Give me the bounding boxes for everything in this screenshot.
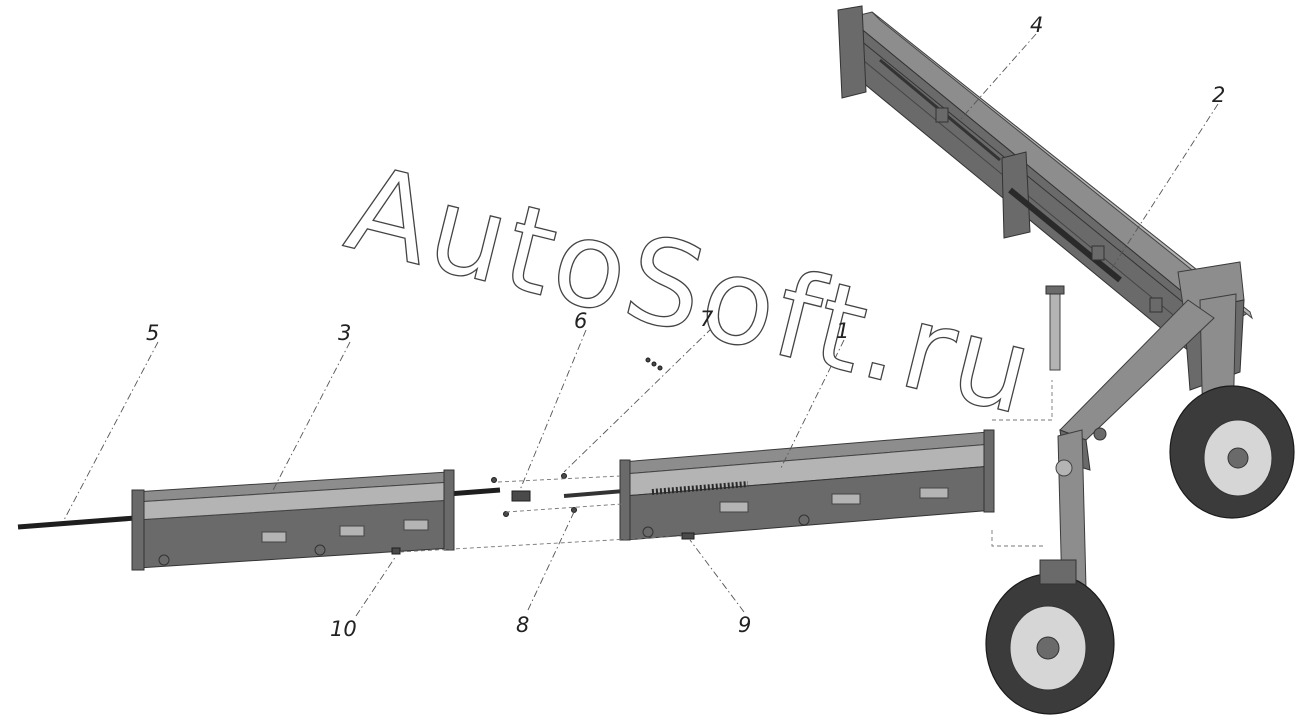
small-parts: [391, 357, 695, 555]
callout-8: 8: [516, 613, 529, 637]
callout-5: 5: [146, 321, 159, 345]
callouts: 5 3 6 7 1 4 2 8 9 10: [146, 13, 1225, 641]
left-section: [17, 469, 501, 571]
callout-2: 2: [1212, 83, 1225, 107]
callout-6: 6: [574, 309, 587, 333]
callout-4: 4: [1030, 13, 1043, 37]
wheel-frame: [985, 261, 1295, 715]
callout-7: 7: [700, 307, 714, 331]
callout-1: 1: [836, 319, 849, 343]
watermark: AutoSoft.ru: [334, 138, 1048, 443]
boom-assembly: [837, 5, 1254, 382]
callout-3: 3: [338, 321, 351, 345]
callout-9: 9: [738, 613, 751, 637]
leader-lines: [63, 33, 1219, 617]
assembly-lines: [399, 380, 1053, 553]
right-section: [563, 429, 995, 541]
callout-10: 10: [330, 617, 357, 641]
watermark-text: AutoSoft.ru: [335, 139, 1048, 442]
